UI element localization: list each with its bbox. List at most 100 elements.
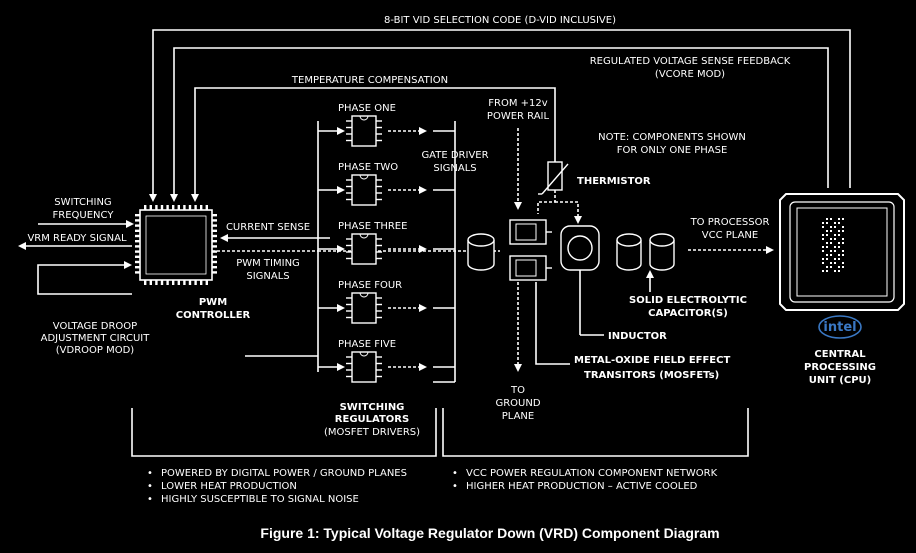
pin	[135, 266, 140, 269]
left-bullet-1: POWERED BY DIGITAL POWER / GROUND PLANES	[161, 468, 407, 479]
temp-loop	[191, 87, 556, 202]
pin	[172, 280, 175, 285]
die-dot	[826, 258, 828, 260]
pwm-controller-chip	[135, 205, 217, 285]
chip-notch	[359, 351, 369, 357]
intel-brand: intel	[823, 320, 856, 335]
chip-notch	[359, 292, 369, 298]
die-dot	[838, 246, 840, 248]
pin	[188, 280, 192, 285]
die-dot	[826, 234, 828, 236]
pin	[166, 205, 169, 210]
die-dot	[826, 246, 828, 248]
pin	[188, 205, 192, 210]
gate-driver-line1: GATE DRIVER	[421, 150, 488, 161]
die-dot	[838, 218, 840, 220]
die-dot	[822, 234, 824, 236]
pin	[135, 245, 140, 248]
pin	[135, 219, 140, 222]
phase-1: PHASE ONE	[318, 103, 455, 147]
die-dot	[842, 242, 844, 244]
mosfet-high-side	[509, 219, 552, 245]
die-dot	[826, 222, 828, 224]
die-dot	[830, 218, 832, 220]
die-dot	[830, 242, 832, 244]
pin	[135, 250, 140, 253]
sense-label-line2: (VCORE MOD)	[655, 69, 725, 80]
capacitor-label-line2: CAPACITOR(S)	[648, 308, 728, 319]
pin	[212, 219, 217, 222]
pwm-label-line2: CONTROLLER	[176, 310, 251, 321]
input-capacitor	[467, 233, 495, 271]
bullet-glyph: •	[147, 468, 153, 479]
die-dot	[842, 250, 844, 252]
die-dot	[822, 250, 824, 252]
die-dot	[822, 226, 824, 228]
die-dot	[838, 242, 840, 244]
thermistor-label: THERMISTOR	[577, 176, 651, 187]
note-line2: FOR ONLY ONE PHASE	[617, 145, 728, 156]
pin	[200, 280, 203, 285]
left-bracket	[131, 408, 437, 457]
pin	[135, 240, 140, 243]
ground-line1: TO	[510, 385, 525, 396]
die-dot	[822, 238, 824, 240]
pin	[212, 271, 217, 274]
die-dot	[842, 262, 844, 264]
switching-freq-line2: FREQUENCY	[53, 210, 115, 221]
die-dot	[842, 238, 844, 240]
pin	[212, 245, 217, 248]
die-dot	[822, 262, 824, 264]
die-dot	[842, 218, 844, 220]
gate-driver-line2: SIGNALS	[433, 163, 476, 174]
right-bullet-2: HIGHER HEAT PRODUCTION – ACTIVE COOLED	[466, 481, 698, 492]
mosfet-low-side	[509, 255, 552, 281]
capacitor-label-line1: SOLID ELECTROLYTIC	[629, 295, 747, 306]
pin	[172, 205, 175, 210]
chip-notch	[359, 115, 369, 121]
cpu-label-line1: CENTRAL	[814, 349, 866, 360]
vid-loop	[149, 29, 851, 202]
die-dot	[826, 270, 828, 272]
inductor-symbol	[560, 225, 600, 271]
die-dot	[842, 226, 844, 228]
switching-freq-line1: SWITCHING	[54, 197, 111, 208]
phase-5: PHASE FIVE	[318, 339, 455, 383]
pin	[135, 234, 140, 238]
ground-line2: GROUND	[495, 398, 540, 409]
pwm-label-line1: PWM	[199, 297, 227, 308]
phase-label: PHASE THREE	[338, 221, 407, 232]
vrm-ready-label: VRM READY SIGNAL	[27, 233, 127, 244]
bullet-glyph: •	[147, 494, 153, 505]
die-dot	[838, 222, 840, 224]
die-dot	[838, 266, 840, 268]
capacitor-cylinder	[616, 233, 642, 271]
switching-regs-line2: REGULATORS	[335, 414, 409, 425]
phase-label: PHASE FIVE	[338, 339, 396, 350]
phase-3: PHASE THREE	[318, 221, 455, 265]
pin	[135, 271, 140, 274]
vcc-label-line2: VCC PLANE	[702, 230, 758, 241]
pin	[212, 255, 217, 258]
die-dot	[830, 226, 832, 228]
die-dot	[834, 258, 836, 260]
left-bullet-2: LOWER HEAT PRODUCTION	[161, 481, 297, 492]
driver-chip	[351, 351, 377, 383]
mosfet-label-line1: METAL-OXIDE FIELD EFFECT	[574, 355, 730, 366]
pin	[194, 280, 197, 285]
pin	[183, 205, 186, 210]
die-dot	[834, 234, 836, 236]
pin	[212, 260, 217, 264]
pin	[160, 205, 164, 210]
mosfet-label-line2: TRANSITORS (MOSFETs)	[584, 370, 719, 381]
capacitor-cylinder	[649, 233, 675, 271]
die-dot	[838, 270, 840, 272]
intel-logo: intel	[818, 315, 862, 339]
pin	[149, 205, 152, 210]
pin	[144, 205, 147, 210]
die-dot	[838, 234, 840, 236]
driver-chip	[351, 292, 377, 324]
capacitor-cylinder	[467, 233, 495, 271]
die-dot	[830, 230, 832, 232]
